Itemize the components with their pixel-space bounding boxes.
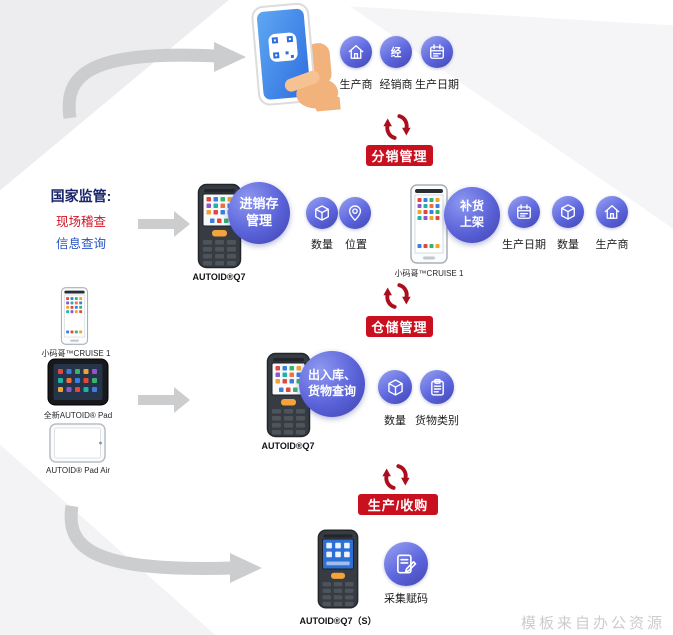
cruise-label-restock: 小码哥™CRUISE 1 (394, 269, 464, 278)
cube-icon (385, 377, 406, 398)
cube-icon (558, 202, 578, 222)
production-date-icon-restock (508, 196, 540, 228)
bubble-inventory-line2: 管理 (245, 213, 272, 228)
producer-label-restock: 生产商 (595, 239, 629, 251)
left-cruise-label: 小码哥™CRUISE 1 (41, 349, 111, 358)
arrow-to-warehouse-row (138, 387, 190, 413)
production-date-label: 生产日期 (415, 79, 459, 91)
cycle-arrows-icon (383, 112, 411, 142)
curved-arrow-to-distribution (62, 42, 246, 119)
regulator-line-query: 信息查询 (55, 237, 106, 251)
distributor-char-icon: 经 (391, 46, 402, 59)
stage-badge-production: 生产/收购 (358, 494, 438, 515)
producer-icon (340, 36, 372, 68)
quantity-label-inventory: 数量 (311, 239, 333, 251)
regulator-title: 国家监管: (50, 188, 112, 204)
house-icon (346, 42, 366, 62)
regulator-note: 国家监管: 现场稽查 信息查询 (26, 186, 136, 252)
svg-text:经: 经 (391, 46, 402, 59)
cycle-arrows-icon (382, 462, 410, 492)
collect-code-icon (393, 551, 419, 577)
bubble-warehouse-query: 出入库、 货物查询 (299, 351, 365, 417)
quantity-icon-inventory (306, 197, 338, 229)
producer-label: 生产商 (339, 79, 373, 91)
quantity-label-warehouse: 数量 (384, 415, 406, 427)
bubble-inventory-management: 进销存 管理 (228, 182, 290, 244)
left-pad-air-label: AUTOID® Pad Air (46, 466, 110, 475)
cube-icon (312, 203, 332, 223)
calendar-icon (427, 42, 447, 62)
producer-icon-restock (596, 196, 628, 228)
q7s-label: AUTOID®Q7（S） (299, 616, 377, 626)
arrow-to-inventory-row (138, 211, 190, 237)
q7-label-warehouse: AUTOID®Q7 (261, 441, 315, 451)
bubble-restock: 补货 上架 (444, 187, 500, 243)
left-pad-label: 全新AUTOID® Pad (43, 411, 113, 420)
handheld-q7s-image (316, 526, 360, 612)
cruise-phone-small-image (60, 287, 89, 345)
category-icon-warehouse (420, 370, 454, 404)
bubble-inventory-line1: 进销存 (239, 196, 279, 212)
q7-label-inventory: AUTOID®Q7 (192, 272, 246, 282)
collect-code-icon-circle (384, 542, 428, 586)
quantity-icon-warehouse (378, 370, 412, 404)
quantity-icon-restock (552, 196, 584, 228)
location-icon-inventory (339, 197, 371, 229)
phone-in-hand-image (231, 0, 340, 118)
location-label-inventory: 位置 (345, 239, 367, 251)
stage-badge-distribution: 分销管理 (366, 145, 433, 166)
distributor-label: 经销商 (379, 79, 413, 91)
production-date-label-restock: 生产日期 (502, 239, 546, 251)
regulator-line-inspection: 现场稽查 (55, 215, 106, 229)
bubble-warehouse-line2: 货物查询 (307, 384, 356, 398)
cycle-arrows-icon (383, 281, 411, 311)
bubble-warehouse-line1: 出入库、 (307, 368, 356, 383)
production-date-icon (421, 36, 453, 68)
autoid-pad-air-image (49, 423, 106, 463)
curved-arrow-to-production (64, 504, 262, 583)
bubble-restock-line2: 上架 (459, 215, 484, 229)
cruise-phone-image-restock (409, 184, 449, 264)
autoid-pad-image (47, 358, 109, 406)
house-icon (602, 202, 622, 222)
category-label-warehouse: 货物类别 (415, 415, 459, 427)
quantity-label-restock: 数量 (557, 239, 579, 251)
stage-badge-warehouse: 仓储管理 (366, 316, 433, 337)
clipboard-icon (427, 377, 448, 398)
collect-code-label: 采集赋码 (384, 593, 428, 605)
location-pin-icon (345, 203, 365, 223)
watermark: 模板来自办公资源 (520, 615, 665, 632)
bubble-restock-line1: 补货 (459, 199, 484, 214)
distributor-icon: 经 (380, 36, 412, 68)
calendar-icon (514, 202, 534, 222)
